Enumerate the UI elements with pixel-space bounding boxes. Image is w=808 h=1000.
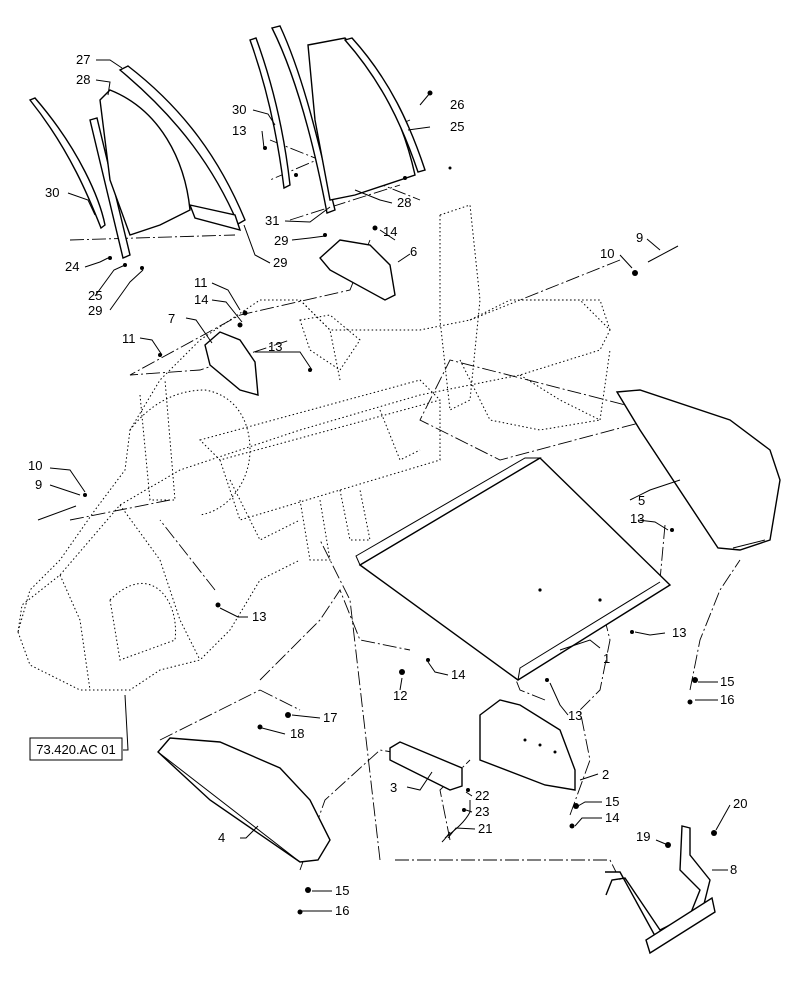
part-8-step — [605, 825, 716, 955]
leader-lines — [49, 59, 731, 912]
part-4-lower-shield — [157, 737, 331, 863]
callout-11-upper: 11 — [194, 275, 208, 290]
callout-4: 4 — [218, 830, 225, 845]
callout-12: 12 — [393, 688, 407, 703]
callout-29-b: 29 — [274, 233, 288, 248]
part-21-pin — [441, 800, 471, 843]
callout-16-b: 16 — [720, 692, 734, 707]
callout-13-d: 13 — [672, 625, 686, 640]
callout-30-right: 30 — [232, 102, 246, 117]
callout-3: 3 — [390, 780, 397, 795]
callout-numbers: 1 2 3 4 5 6 7 8 9 9 10 10 11 11 12 13 13… — [28, 52, 747, 918]
callout-30-left: 30 — [45, 185, 59, 200]
callout-13-f: 13 — [232, 123, 246, 138]
callout-26: 26 — [450, 97, 464, 112]
callout-15-a: 15 — [605, 794, 619, 809]
upper-right-shield-assembly — [249, 25, 452, 214]
callout-14-c: 14 — [383, 224, 397, 239]
callout-20: 20 — [733, 796, 747, 811]
part-6-small-shield — [319, 239, 396, 301]
callout-13-b: 13 — [630, 511, 644, 526]
callout-1: 1 — [603, 651, 610, 666]
callout-14-d: 14 — [605, 810, 619, 825]
callout-14-a: 14 — [194, 292, 208, 307]
callout-2: 2 — [602, 767, 609, 782]
callout-10-upper: 10 — [600, 246, 614, 261]
callout-14-b: 14 — [451, 667, 465, 682]
part-3-link — [389, 741, 463, 791]
callout-7: 7 — [168, 311, 175, 326]
callout-8: 8 — [730, 862, 737, 877]
callout-15-c: 15 — [720, 674, 734, 689]
callout-9-left: 9 — [35, 477, 42, 492]
part-7-small-shield — [204, 331, 259, 396]
callout-22: 22 — [475, 788, 489, 803]
callout-13-c: 13 — [252, 609, 266, 624]
callout-27: 27 — [76, 52, 90, 67]
callout-21: 21 — [478, 821, 492, 836]
part-1-plate — [355, 457, 672, 681]
reference-callout: 73.420.AC 01 — [29, 737, 123, 761]
callout-13-e: 13 — [568, 708, 582, 723]
callout-28-left: 28 — [76, 72, 90, 87]
callout-9-upper: 9 — [636, 230, 643, 245]
callout-17: 17 — [323, 710, 337, 725]
callout-18: 18 — [290, 726, 304, 741]
callout-11-left: 11 — [122, 331, 136, 346]
reference-box-label: 73.420.AC 01 — [36, 742, 116, 757]
callout-25-left: 25 — [88, 288, 102, 303]
hardware-fasteners — [37, 146, 717, 915]
callout-16-a: 16 — [335, 903, 349, 918]
main-frame-outline — [17, 204, 611, 691]
upper-left-shield-assembly — [28, 65, 246, 270]
callout-29-a: 29 — [273, 255, 287, 270]
callout-10-left: 10 — [28, 458, 42, 473]
callout-24: 24 — [65, 259, 79, 274]
callout-29-c: 29 — [88, 303, 102, 318]
callout-23: 23 — [475, 804, 489, 819]
callout-25-right: 25 — [450, 119, 464, 134]
part-2-bracket — [479, 699, 576, 791]
callout-28-right: 28 — [397, 195, 411, 210]
callout-5: 5 — [638, 493, 645, 508]
callout-19: 19 — [636, 829, 650, 844]
part-5-right-shield — [615, 389, 781, 551]
callout-31: 31 — [265, 213, 279, 228]
callout-13-a: 13 — [268, 339, 282, 354]
callout-15-b: 15 — [335, 883, 349, 898]
callout-6: 6 — [410, 244, 417, 259]
